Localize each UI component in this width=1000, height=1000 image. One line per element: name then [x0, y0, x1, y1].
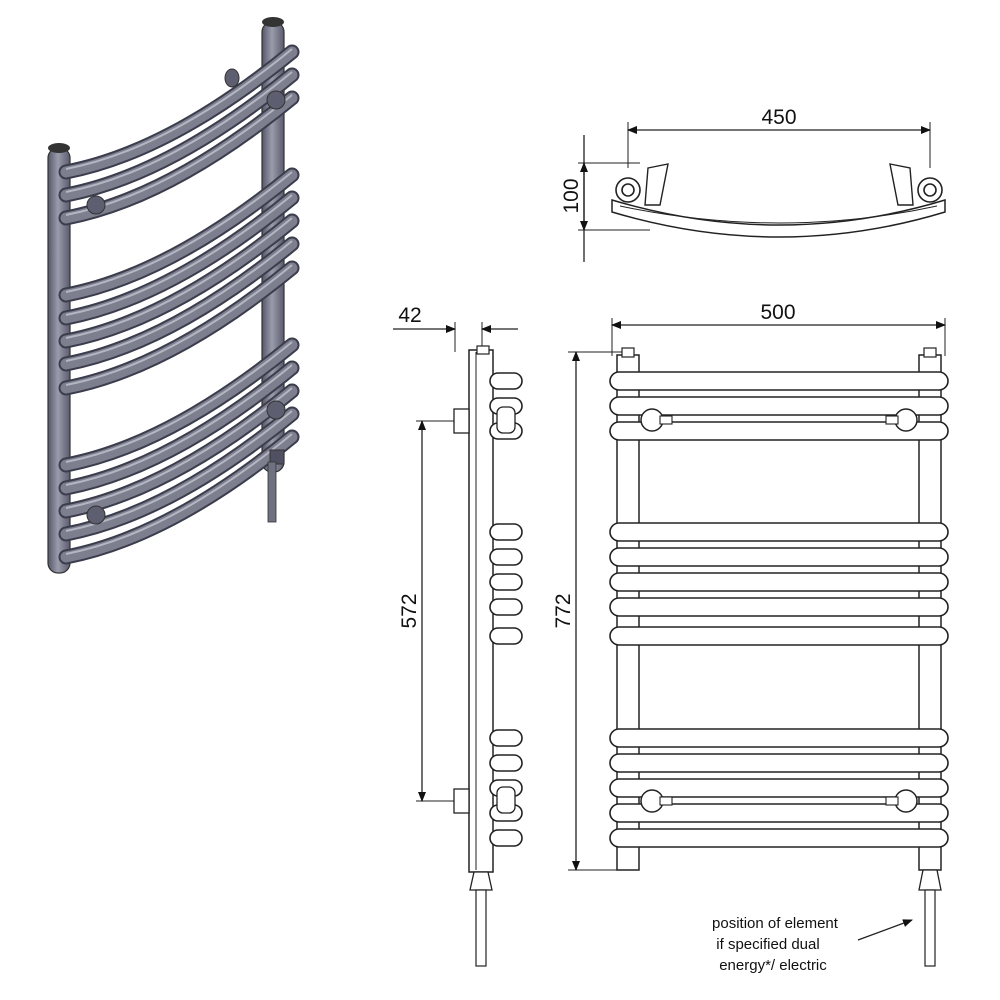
iso-bar	[60, 408, 298, 540]
note-line-1: position of element	[712, 915, 839, 932]
front-element-head	[918, 869, 942, 891]
top-bracket-right	[889, 163, 914, 206]
top-curved-bar	[611, 198, 946, 238]
note-line-3: energy*/ electric	[719, 957, 827, 974]
iso-bar	[60, 431, 298, 563]
iso-bar-highlight	[65, 410, 293, 532]
front-view: 500 772	[552, 301, 949, 974]
side-bar-stub	[489, 548, 523, 566]
iso-bar-highlight	[65, 364, 293, 486]
iso-bar-highlight	[65, 71, 293, 193]
front-bar	[609, 828, 949, 848]
iso-bar-highlight	[65, 194, 293, 316]
side-rail	[468, 349, 494, 873]
front-bar	[609, 421, 949, 441]
side-bar-stub	[489, 573, 523, 591]
side-bar-stub	[489, 627, 523, 645]
front-bar	[609, 522, 949, 542]
front-bar	[609, 728, 949, 748]
iso-bar-highlight	[65, 433, 293, 555]
dim-label-42: 42	[398, 304, 421, 327]
dim-label-500: 500	[760, 301, 795, 324]
front-bracket-icon	[640, 408, 673, 432]
side-element-head	[469, 871, 493, 891]
front-bar	[609, 371, 949, 391]
front-bar	[609, 572, 949, 592]
bracket-icon	[86, 195, 106, 215]
back-rail-cap	[262, 17, 284, 27]
iso-bar-highlight	[65, 217, 293, 339]
front-rail-cap	[48, 143, 70, 153]
front-bar	[609, 753, 949, 773]
iso-bar	[60, 215, 298, 347]
side-bar-stub	[489, 523, 523, 541]
side-bar-stub	[489, 372, 523, 390]
front-bracket-icon	[885, 789, 918, 813]
front-bar	[609, 778, 949, 798]
dim-label-450: 450	[761, 106, 796, 129]
dim-label-572: 572	[398, 593, 421, 628]
note-line-2: if specified dual	[716, 936, 819, 953]
iso-bar	[60, 169, 298, 301]
front-bar	[609, 396, 949, 416]
side-bar-stub	[489, 829, 523, 847]
side-bracket-top	[453, 408, 470, 434]
side-element-cable	[475, 889, 487, 967]
bracket-icon	[266, 90, 286, 110]
side-view: 42 572	[393, 304, 523, 967]
front-bar	[609, 597, 949, 617]
side-bar-stubs	[489, 372, 523, 847]
front-element-cable	[924, 889, 936, 967]
element-cable	[267, 461, 277, 523]
iso-bar-highlight	[65, 387, 293, 509]
iso-bar	[60, 192, 298, 324]
iso-bar	[60, 362, 298, 494]
iso-bar	[60, 385, 298, 517]
front-bars	[609, 371, 949, 848]
iso-bar	[60, 262, 298, 394]
bracket-icon	[224, 68, 240, 88]
front-bracket-icon	[885, 408, 918, 432]
top-view: 450 100	[560, 106, 946, 262]
iso-bar-highlight	[65, 240, 293, 362]
iso-bar-highlight	[65, 48, 293, 170]
isometric-view	[47, 17, 300, 574]
iso-bar	[60, 46, 298, 178]
front-bar	[609, 547, 949, 567]
iso-bar-highlight	[65, 264, 293, 386]
bracket-icon	[86, 505, 106, 525]
iso-bar	[60, 238, 298, 370]
iso-bar	[60, 339, 298, 471]
iso-bar-highlight	[65, 171, 293, 293]
bracket-icon	[266, 400, 286, 420]
front-bar	[609, 626, 949, 646]
dim-label-100: 100	[560, 178, 583, 213]
iso-bar-highlight	[65, 341, 293, 463]
side-bar-stub	[489, 729, 523, 747]
iso-bar	[60, 69, 298, 201]
element-head	[269, 449, 285, 465]
side-bracket-bottom	[453, 788, 470, 814]
side-bar-stub	[489, 598, 523, 616]
top-bracket-left	[644, 163, 669, 206]
front-bar	[609, 803, 949, 823]
note-arrow	[857, 919, 913, 941]
side-bar-stub	[489, 754, 523, 772]
front-bracket-icon	[640, 789, 673, 813]
dim-label-772: 772	[552, 593, 575, 628]
isometric-bars	[58, 44, 300, 565]
